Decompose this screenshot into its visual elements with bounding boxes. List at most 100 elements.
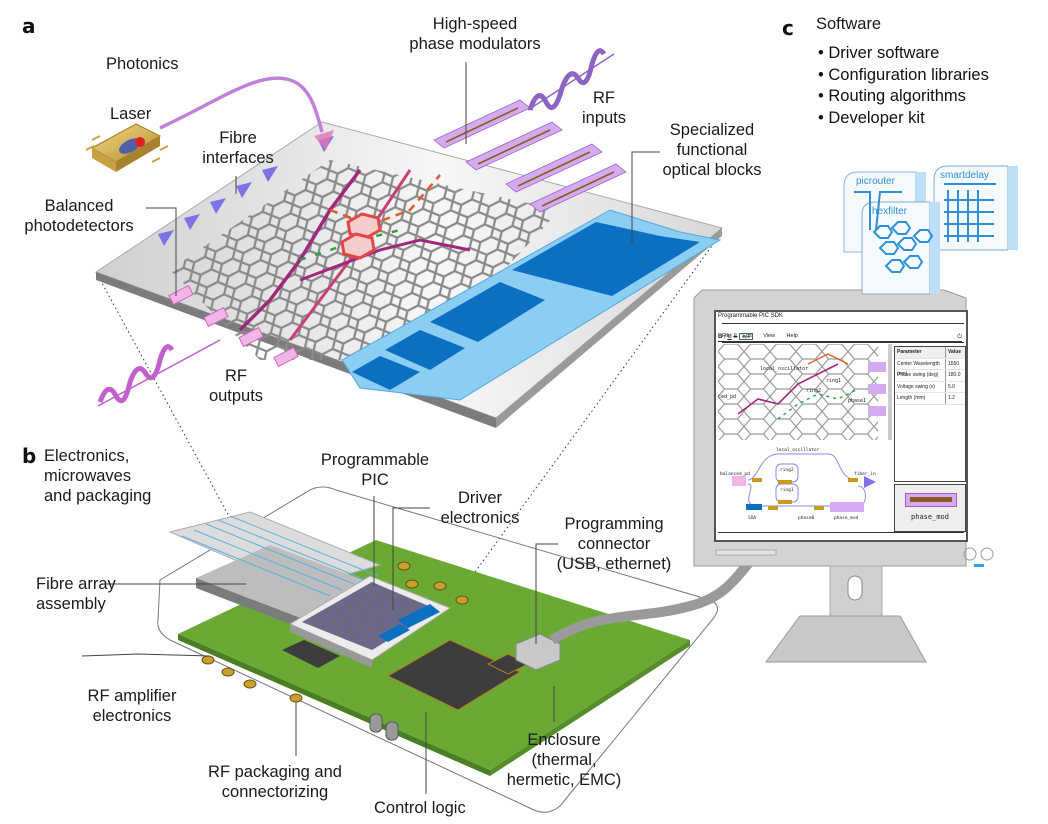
italic-button[interactable]: I [724,334,726,340]
param-value[interactable]: 5.0 [948,383,955,390]
programming-cable [549,556,756,645]
enclosure [157,486,718,813]
menu-view[interactable]: View [763,333,776,339]
label-driver-electronics: Driver electronics [430,488,530,528]
rf-connectors [201,561,469,703]
label-line: Fibre [219,129,257,147]
label-line: PIC [361,471,389,489]
rf-input-wave [527,48,615,111]
photodetectors [168,284,299,368]
rf-amplifier-chip [282,640,340,668]
column-header-value[interactable]: Value [948,349,962,355]
bullet-item: • Configuration libraries [818,65,989,84]
menu-file[interactable]: File [722,333,731,339]
label-line: RF [225,367,247,385]
label-line: microwaves [44,467,132,485]
label-line: RF amplifier [87,687,177,705]
label-programmable-pic: Programmable PIC [310,450,440,490]
label-line: Electronics, [44,447,130,465]
label-fibre-interfaces: Fibre interfaces [188,128,288,168]
label-line: photodetectors [24,217,134,235]
bold-button[interactable]: B [718,334,723,340]
schematic-label: ring2 [780,468,794,473]
param-name: Length (mm) [895,393,946,404]
phase-mod-preview-icon [905,493,957,507]
label-line: optical blocks [662,161,762,179]
leader-lines [81,62,660,794]
label-line: Specialized [669,121,755,139]
bullet-item: • Routing algorithms [818,87,966,105]
label-line: electronics [92,707,172,725]
strike-button[interactable]: S [733,334,738,340]
label-line: functional [676,141,748,159]
label-line: phase modulators [409,35,541,53]
label-line: High-speed [432,15,518,33]
label-fibre-array: Fibre array assembly [36,574,116,614]
sdk-menu-bar: File Edit View Help [722,323,964,343]
label-line: Driver [458,489,502,507]
functional-optical-blocks [341,209,722,401]
parameter-table: Parameter Value Center Wavelength (nm)15… [894,346,966,482]
label-functional-optical-blocks: Specialized functional optical blocks [652,120,772,180]
param-value[interactable]: 180.0 [948,372,961,378]
label-enclosure: Enclosure (thermal, hermetic, EMC) [498,730,630,790]
programming-connector [515,633,561,671]
label-rf-amplifier: RF amplifier electronics [76,686,188,726]
bullet-item: • Driver software [818,44,940,62]
rf-output-wave [97,339,221,407]
label-line: Programmable [320,451,430,469]
schematic-label: balanced_pd [720,472,750,477]
sdk-window-title: Programmable PIC SDK [718,313,784,319]
param-name: Center Wavelength (nm) [895,358,946,377]
sdk-schematic-canvas[interactable] [718,444,888,530]
software-modules [843,165,1018,295]
label-programming-connector: Programming connector (USB, ethernet) [546,514,682,574]
canvas-label: local_oscillator [760,366,809,372]
label-line: Balanced [44,197,114,215]
module-hexfilter: hexfilter [872,206,908,217]
pic-package [288,575,452,668]
capacitors [369,713,399,741]
module-smartdelay: smartdelay [940,170,989,181]
schematic-label: phase_mod [834,516,859,521]
label-phase-modulators: High-speed phase modulators [400,14,550,54]
parameter-row[interactable]: Voltage swing (v)5.0 [895,381,965,393]
label-line: assembly [36,595,106,613]
param-value[interactable]: 1550 [948,360,960,367]
laser-module [85,123,169,172]
label-line: hermetic, EMC) [506,771,622,789]
column-header-parameter[interactable]: Parameter [895,347,946,358]
sdk-mesh-canvas[interactable] [718,344,888,440]
menu-help[interactable]: Help [786,333,798,339]
canvas-label: ring2 [806,388,822,394]
label-line: connector [577,535,651,553]
param-name: Voltage swing (v) [895,381,946,392]
underline-button[interactable]: U [727,334,732,340]
schematic-label: fiber_in [854,472,876,477]
label-line: RF packaging and [208,763,342,781]
style-select[interactable]: style [739,333,754,340]
param-value[interactable]: 1.2 [948,395,955,401]
bullet-item: • Developer kit [818,108,925,127]
label-line: Fibre array [36,575,116,593]
power-icon[interactable]: ⏻ [957,334,962,340]
label-line: outputs [208,387,264,405]
preview-label: phase_mod [911,513,949,521]
label-rf-outputs: RF outputs [196,366,276,406]
parameter-row[interactable]: Center Wavelength (nm)1550 [895,358,965,377]
canvas-scrollbar[interactable] [888,344,892,440]
electronics-title: Electronics, microwaves and packaging [44,446,151,506]
schematic-label: ring1 [780,488,794,493]
parameter-row[interactable]: Length (mm)1.2 [895,393,965,405]
label-line: Enclosure [527,731,601,749]
photonics-title: Photonics [106,55,179,73]
label-line: interfaces [202,149,274,167]
schematic-label: phase0 [798,516,815,521]
label-control-logic: Control logic [374,799,466,817]
canvas-label: ced_pd [718,394,737,400]
menu-edit[interactable]: Edit [742,333,752,339]
laser-fibre [159,76,324,133]
panel-label-c: c [782,16,794,40]
panel-label-b: b [22,444,37,468]
parameter-row[interactable]: Phase swing (deg)180.0 [895,370,965,382]
